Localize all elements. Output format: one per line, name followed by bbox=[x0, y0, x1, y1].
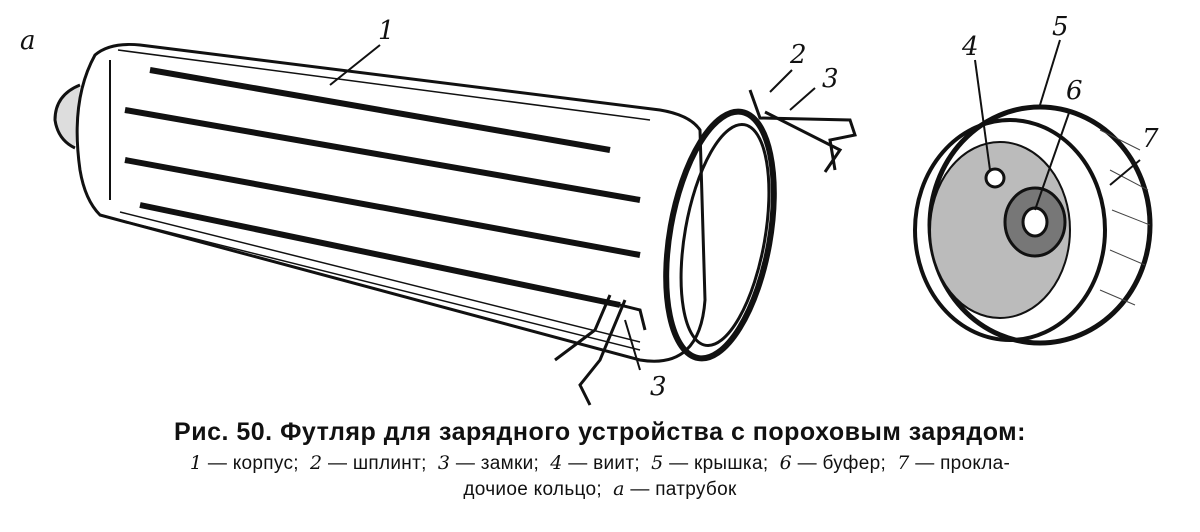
legend-item: 4 — виит; bbox=[550, 452, 640, 474]
figure-legend-line-2: дочиое кольцо; a — патрубок bbox=[0, 478, 1200, 501]
label-5: 5 bbox=[1052, 12, 1069, 42]
legend-item: 3 — замки; bbox=[437, 452, 540, 474]
label-2: 2 bbox=[790, 40, 807, 70]
canister-illustration bbox=[53, 39, 1153, 406]
figure-legend-line-1: 1 — корпус; 2 — шплинт; 3 — замки; 4 — в… bbox=[0, 452, 1200, 475]
label-6: 6 bbox=[1066, 76, 1083, 106]
label-4: 4 bbox=[962, 32, 979, 62]
label-3-bottom: 3 bbox=[650, 372, 667, 402]
screw bbox=[984, 167, 1006, 189]
label-3-top: 3 bbox=[822, 64, 839, 94]
label-7: 7 bbox=[1142, 124, 1159, 154]
legend-item: 7 — прокла- bbox=[897, 452, 1011, 474]
leader-lines bbox=[329, 39, 1141, 371]
legend-item: дочиое кольцо; bbox=[463, 479, 602, 500]
legend-item: 2 — шплинт; bbox=[310, 452, 427, 474]
legend-item: 6 — буфер; bbox=[779, 452, 887, 474]
legend-item: 1 — корпус; bbox=[189, 452, 299, 474]
legend-item: 5 — крышка; bbox=[651, 452, 769, 474]
figure-caption-title: Рис. 50. Футляр для зарядного устройства… bbox=[174, 418, 1026, 446]
rim-ring bbox=[663, 108, 777, 362]
label-1: 1 bbox=[378, 16, 395, 46]
locks bbox=[554, 89, 857, 406]
canister-body bbox=[53, 43, 707, 363]
label-a: a bbox=[20, 26, 36, 56]
legend-item: a — патрубок bbox=[613, 478, 737, 500]
cap-lid bbox=[913, 104, 1153, 346]
